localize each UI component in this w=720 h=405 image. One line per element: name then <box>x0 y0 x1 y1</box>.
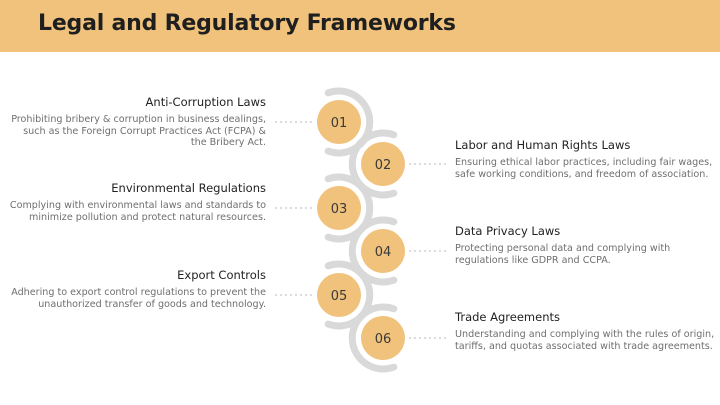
step-number-01: 01 <box>331 116 348 131</box>
step-title-06: Trade Agreements <box>455 310 560 324</box>
step-description-05: Adhering to export control regulations t… <box>11 287 266 310</box>
step-circle-02 <box>361 142 405 186</box>
step-number-04: 04 <box>375 245 392 260</box>
page-title: Legal and Regulatory Frameworks <box>38 11 456 36</box>
step-title-02: Labor and Human Rights Laws <box>455 138 631 152</box>
step-description-02: Ensuring ethical labor practices, includ… <box>455 157 713 180</box>
step-circle-06 <box>361 316 405 360</box>
step-circle-01 <box>317 100 361 144</box>
step-circle-05 <box>317 273 361 317</box>
step-title-01: Anti-Corruption Laws <box>145 95 266 109</box>
step-number-02: 02 <box>375 158 392 173</box>
step-description-01: Prohibiting bribery & corruption in busi… <box>11 114 266 148</box>
header-bar: Legal and Regulatory Frameworks <box>0 0 720 52</box>
step-number-05: 05 <box>331 289 348 304</box>
step-description-06: Understanding and complying with the rul… <box>455 329 715 352</box>
ring-03 <box>324 173 374 243</box>
step-description-04: Protecting personal data and complying w… <box>455 243 671 266</box>
ring-01 <box>324 87 374 157</box>
ring-05 <box>324 260 374 330</box>
ring-04 <box>348 216 398 286</box>
ring-02 <box>348 129 398 199</box>
ring-06 <box>348 303 398 373</box>
step-description-03: Complying with environmental laws and st… <box>9 200 266 223</box>
step-title-04: Data Privacy Laws <box>455 224 561 238</box>
step-number-03: 03 <box>331 202 348 217</box>
step-circle-04 <box>361 229 405 273</box>
step-number-06: 06 <box>375 332 392 347</box>
step-circle-03 <box>317 186 361 230</box>
step-title-03: Environmental Regulations <box>111 181 266 195</box>
step-title-05: Export Controls <box>177 268 266 282</box>
